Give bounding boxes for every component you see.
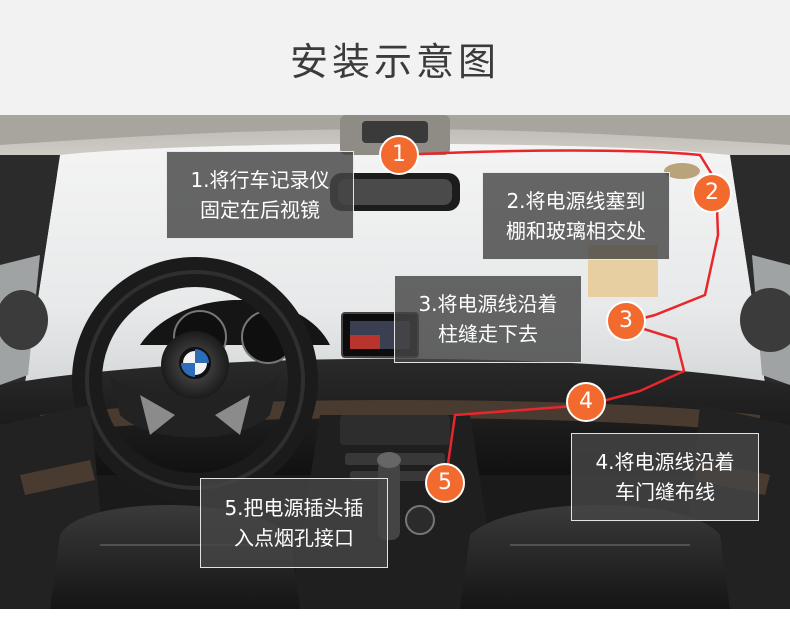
step-3-marker: 3 — [606, 301, 646, 341]
bottom-margin — [0, 609, 790, 624]
step-1-marker: 1 — [379, 135, 419, 175]
step-3-line2: 柱缝走下去 — [438, 322, 538, 346]
power-cable-route — [399, 149, 720, 486]
step-5-line1: 5.把电源插头插 — [224, 496, 364, 520]
step-4-line1: 4.将电源线沿着 — [595, 450, 735, 474]
step-3-line1: 3.将电源线沿着 — [418, 292, 558, 316]
step-5-marker: 5 — [425, 463, 465, 503]
step-5-line2: 入点烟孔接口 — [234, 526, 354, 550]
step-3-box: 3.将电源线沿着 柱缝走下去 — [394, 275, 582, 363]
step-2-line2: 棚和玻璃相交处 — [506, 219, 646, 243]
step-1-box: 1.将行车记录仪 固定在后视镜 — [166, 151, 354, 239]
step-2-line1: 2.将电源线塞到 — [506, 189, 646, 213]
step-2-box: 2.将电源线塞到 棚和玻璃相交处 — [482, 172, 670, 260]
step-4-box: 4.将电源线沿着 车门缝布线 — [571, 433, 759, 521]
step-4-marker: 4 — [566, 382, 606, 422]
step-2-marker: 2 — [692, 173, 732, 213]
header-bar: 安装示意图 — [0, 0, 790, 115]
car-interior-photo: 1.将行车记录仪 固定在后视镜 2.将电源线塞到 棚和玻璃相交处 3.将电源线沿… — [0, 115, 790, 609]
step-1-line1: 1.将行车记录仪 — [190, 168, 330, 192]
step-1-line2: 固定在后视镜 — [200, 198, 320, 222]
page-title: 安装示意图 — [289, 40, 500, 84]
step-5-box: 5.把电源插头插 入点烟孔接口 — [200, 478, 388, 568]
step-4-line2: 车门缝布线 — [615, 480, 715, 504]
